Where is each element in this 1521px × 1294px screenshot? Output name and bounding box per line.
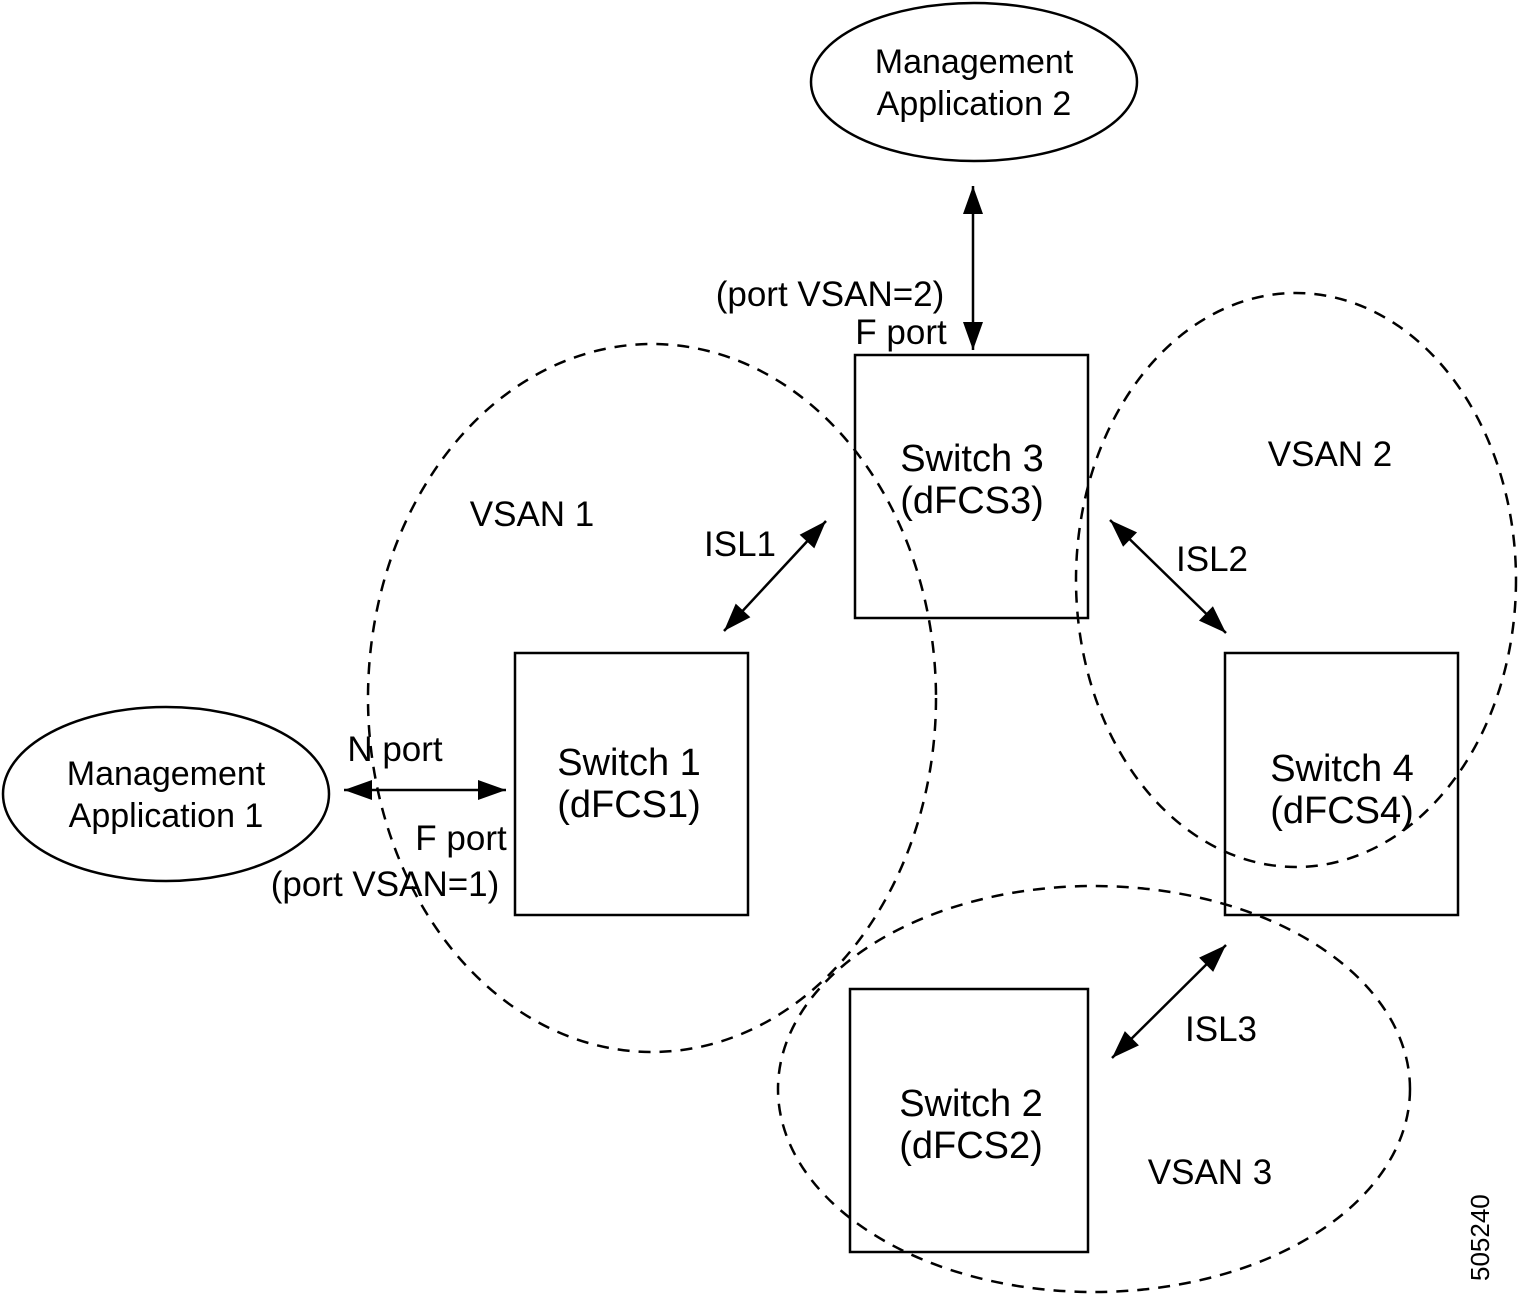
app2-port-vsan-label: (port VSAN=2) bbox=[716, 275, 945, 314]
mgmt-app2-label-line2: Application 2 bbox=[877, 85, 1072, 123]
vsan2-label: VSAN 2 bbox=[1268, 435, 1393, 474]
switch4-node bbox=[1223, 651, 1460, 917]
switch4-fcs: (dFCS4) bbox=[1270, 790, 1414, 832]
switch3-name: Switch 3 bbox=[900, 438, 1044, 480]
app1-n-port-label: N port bbox=[347, 730, 443, 769]
app1-f-port-label: F port bbox=[415, 819, 507, 858]
switch1-fcs: (dFCS1) bbox=[557, 784, 701, 826]
switch4-name: Switch 4 bbox=[1270, 748, 1414, 790]
switch2-name: Switch 2 bbox=[899, 1083, 1043, 1125]
isl1-link-arrow bbox=[723, 520, 827, 632]
vsan3-label: VSAN 3 bbox=[1148, 1153, 1273, 1192]
mgmt-app1-node bbox=[1, 705, 331, 883]
mgmt-app2-node bbox=[809, 1, 1139, 163]
switch3-fcs: (dFCS3) bbox=[900, 480, 1044, 522]
mgmt-app2-label-line1: Management bbox=[875, 43, 1074, 81]
isl2-link-arrow bbox=[1109, 519, 1227, 634]
switch2-node bbox=[848, 987, 1090, 1254]
isl3-link-arrow bbox=[1111, 944, 1227, 1059]
app2-f-port-label: F port bbox=[855, 313, 947, 352]
switch3-node bbox=[853, 353, 1090, 620]
isl2-label: ISL2 bbox=[1176, 540, 1248, 579]
switch1-name: Switch 1 bbox=[557, 742, 701, 784]
switch2-fcs: (dFCS2) bbox=[899, 1125, 1043, 1167]
vsan1-label: VSAN 1 bbox=[470, 495, 595, 534]
figure-id-watermark: 505240 bbox=[1465, 1194, 1495, 1281]
vsan1-boundary-ellipse bbox=[366, 342, 938, 1054]
vsan2-boundary-ellipse bbox=[1074, 291, 1518, 869]
isl1-label: ISL1 bbox=[704, 525, 776, 564]
isl3-label: ISL3 bbox=[1185, 1010, 1257, 1049]
app1-port-vsan-label: (port VSAN=1) bbox=[271, 865, 500, 904]
mgmt-app1-label-line1: Management bbox=[67, 755, 266, 793]
switch1-node bbox=[513, 651, 750, 917]
vsan3-boundary-ellipse bbox=[776, 884, 1412, 1294]
mgmt-app1-label-line2: Application 1 bbox=[69, 797, 264, 835]
